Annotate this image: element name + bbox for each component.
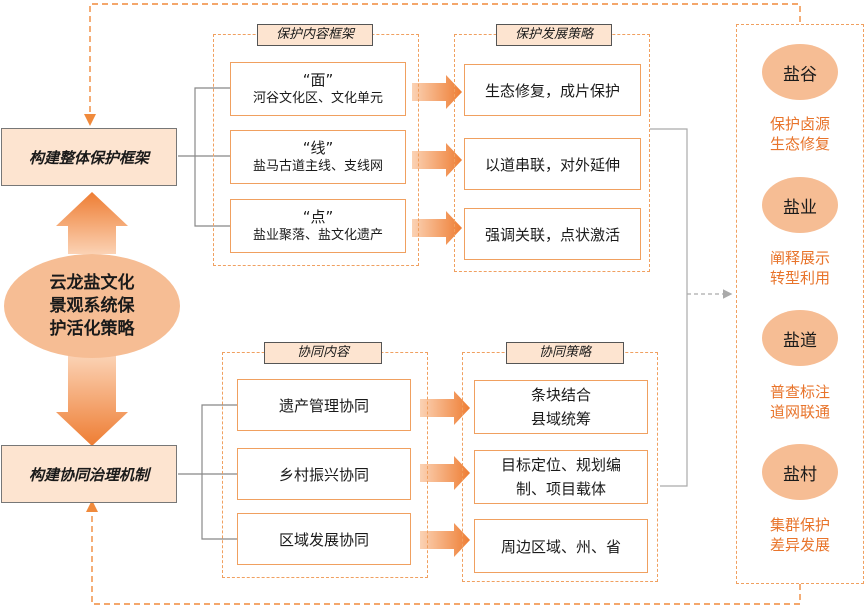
desc-line: 普查标注 [769, 383, 830, 401]
outer-loop-arrow-bottom [86, 500, 98, 512]
coordination-strategy-item: 条块结合 县域统筹 [474, 380, 648, 434]
coordination-strategy-line: 周边区域、州、省 [500, 537, 621, 556]
content-item-sub: 河谷文化区、文化单元 [252, 91, 383, 106]
coordination-strategy-line: 制、项目载体 [515, 480, 606, 498]
right-connector [650, 128, 733, 487]
outer-loop [89, 3, 801, 605]
desc-line: 差异发展 [769, 536, 830, 554]
coordination-item: 遗产管理协同 [237, 379, 411, 431]
salt-road-desc: 普查标注 道网联通 [736, 382, 864, 422]
content-item-sub: 盐业聚落、盐文化遗产 [252, 228, 383, 243]
strategy-item: 生态修复，成片保护 [464, 64, 641, 116]
coordination-item: 乡村振兴协同 [237, 448, 411, 500]
strategy-item-label: 强调关联，点状激活 [484, 225, 620, 244]
central-strategy-line-3: 护活化策略 [49, 318, 135, 339]
coordination-strategy-item: 周边区域、州、省 [474, 519, 648, 573]
salt-village-label: 盐村 [783, 464, 817, 485]
outer-loop-arrow-top [84, 114, 96, 126]
desc-line: 保护卤源 [769, 115, 830, 133]
salt-road-label: 盐道 [783, 330, 817, 351]
salt-industry-label: 盐业 [783, 197, 817, 218]
coordination-strategy-line: 县域统筹 [530, 410, 591, 428]
salt-industry-desc: 阐释展示 转型利用 [736, 248, 864, 288]
upper-arrow-3 [412, 211, 462, 245]
upper-arrow-2 [412, 143, 462, 177]
lower-arrow-2 [420, 456, 470, 490]
lower-arrow-3 [420, 523, 470, 557]
strategy-item: 强调关联，点状激活 [464, 208, 641, 260]
desc-line: 道网联通 [769, 403, 830, 421]
lower-arrow-1 [420, 391, 470, 425]
build-protection-framework-box: 构建整体保护框架 [1, 128, 177, 186]
strategy-item-label: 以道串联，对外延伸 [484, 155, 620, 174]
coordination-content-tag: 协同内容 [264, 342, 382, 364]
protection-strategy-tag: 保护发展策略 [496, 24, 612, 46]
salt-elements-frame [736, 24, 864, 584]
build-protection-framework-label: 构建整体保护框架 [28, 148, 149, 167]
coordination-strategy-line: 目标定位、规划编 [500, 456, 621, 474]
strategy-item-label: 生态修复，成片保护 [484, 81, 620, 100]
central-strategy-line-2: 景观系统保 [49, 295, 135, 316]
central-strategy-ellipse: 云龙盐文化 景观系统保 护活化策略 [4, 254, 180, 358]
coordination-strategy-tag: 协同策略 [506, 342, 624, 364]
salt-valley-desc: 保护卤源 生态修复 [736, 114, 864, 154]
desc-line: 集群保护 [769, 516, 830, 534]
central-strategy-line-1: 云龙盐文化 [49, 272, 135, 293]
content-item-sub: 盐马古道主线、支线网 [252, 159, 383, 174]
salt-village-circle: 盐村 [762, 444, 838, 500]
content-item-point: “点” 盐业聚落、盐文化遗产 [230, 199, 406, 253]
build-governance-mechanism-label: 构建协同治理机制 [28, 465, 149, 484]
salt-valley-label: 盐谷 [783, 64, 817, 85]
salt-valley-circle: 盐谷 [762, 44, 838, 100]
salt-industry-circle: 盐业 [762, 177, 838, 233]
coordination-item: 区域发展协同 [237, 513, 411, 565]
lower-bracket [178, 404, 237, 540]
content-item-line: “线” 盐马古道主线、支线网 [230, 130, 406, 184]
content-item-title: “线” [302, 139, 334, 157]
down-arrow [56, 356, 128, 446]
coordination-strategy-item: 目标定位、规划编 制、项目载体 [474, 450, 648, 504]
strategy-item: 以道串联，对外延伸 [464, 138, 641, 190]
build-governance-mechanism-box: 构建协同治理机制 [1, 445, 177, 503]
salt-road-circle: 盐道 [762, 310, 838, 366]
coordination-item-label: 乡村振兴协同 [278, 465, 369, 484]
salt-village-desc: 集群保护 差异发展 [736, 515, 864, 555]
up-arrow [56, 192, 128, 254]
content-item-title: “面” [302, 71, 334, 89]
content-item-title: “点” [302, 208, 334, 226]
coordination-item-label: 遗产管理协同 [278, 396, 369, 415]
desc-line: 转型利用 [769, 269, 830, 287]
desc-line: 阐释展示 [769, 249, 830, 267]
coordination-item-label: 区域发展协同 [278, 530, 369, 549]
protection-content-tag: 保护内容框架 [257, 24, 373, 46]
coordination-strategy-line: 条块结合 [530, 386, 591, 404]
upper-bracket [178, 87, 230, 227]
desc-line: 生态修复 [769, 135, 830, 153]
content-item-surface: “面” 河谷文化区、文化单元 [230, 62, 406, 116]
upper-arrow-1 [412, 75, 462, 109]
